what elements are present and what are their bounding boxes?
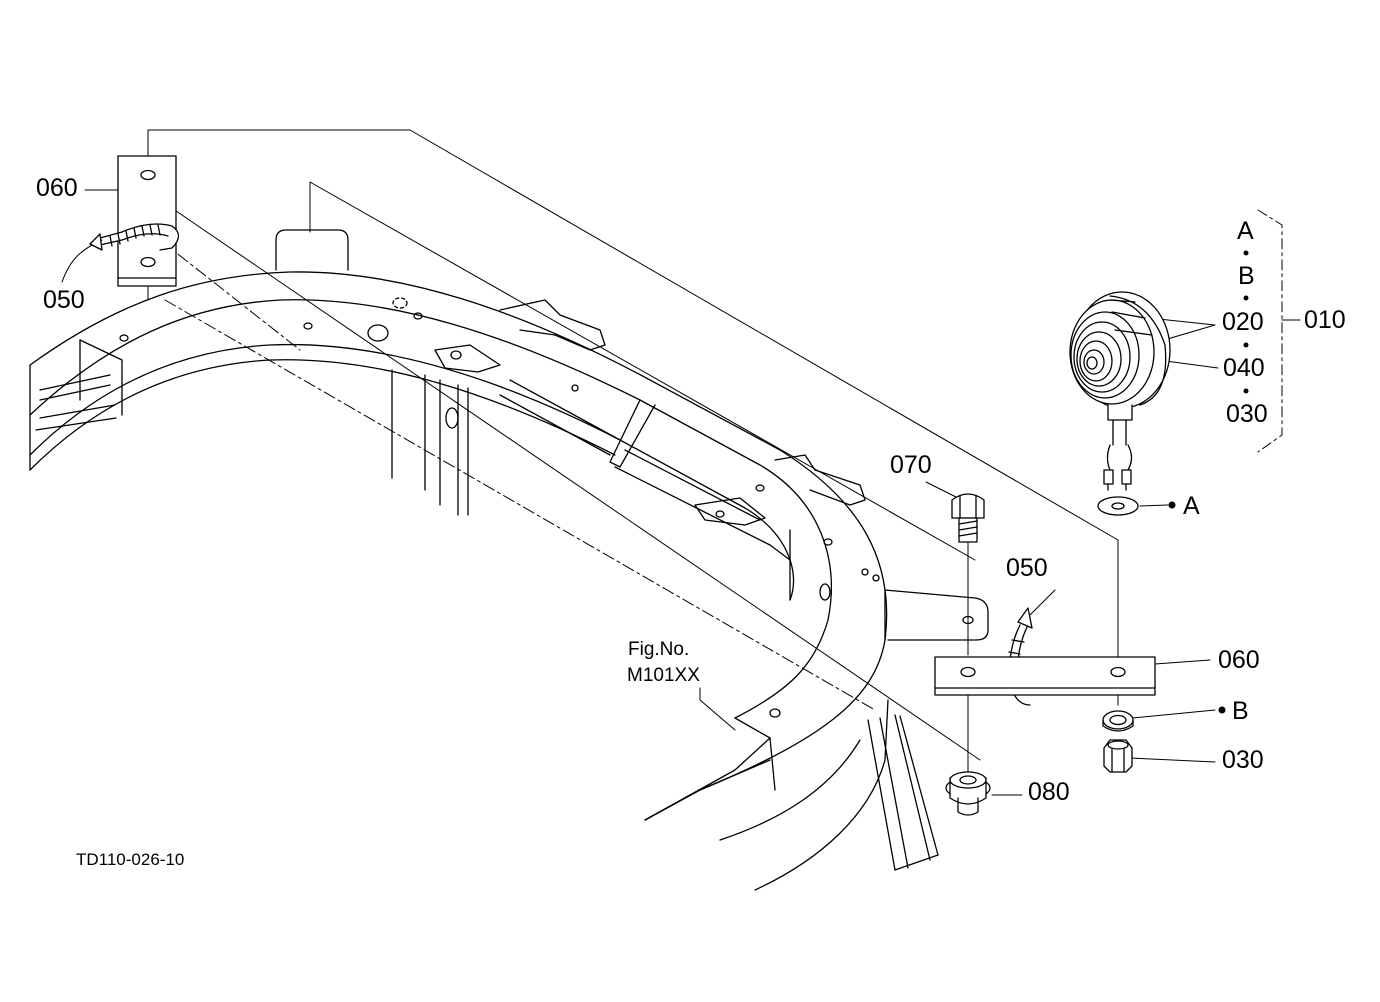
label-030-group: 030 (1226, 400, 1268, 428)
label-020: 020 (1222, 308, 1264, 336)
label-ref-a: A (1183, 492, 1200, 520)
nut-080 (946, 772, 990, 815)
label-ref-b-group: B (1238, 262, 1255, 290)
reference-dots (1168, 250, 1249, 714)
label-ref-a-group: A (1237, 217, 1254, 245)
label-050-lower: 050 (1006, 554, 1048, 582)
roof-frame (30, 230, 988, 890)
label-ref-b: B (1232, 697, 1249, 725)
fig-no-label: Fig.No. (628, 639, 690, 660)
label-050-upper: 050 (43, 286, 85, 314)
fig-code-label: M101XX (627, 665, 700, 686)
nut-030 (1104, 740, 1132, 772)
label-080: 080 (1028, 778, 1070, 806)
washer-b (1103, 711, 1133, 731)
label-060-lower: 060 (1218, 646, 1260, 674)
bolt-070 (952, 494, 984, 542)
label-060-upper: 060 (36, 174, 78, 202)
plate-060-upper (118, 156, 176, 286)
lamp-010 (1070, 292, 1170, 490)
label-070: 070 (890, 451, 932, 479)
washer-a (1098, 497, 1138, 515)
label-040: 040 (1223, 354, 1265, 382)
cable-tie-050-upper (90, 224, 179, 250)
plate-060-lower (935, 657, 1155, 695)
label-010: 010 (1304, 306, 1346, 334)
drawing-id: TD110-026-10 (76, 850, 185, 869)
label-030-lower: 030 (1222, 746, 1264, 774)
